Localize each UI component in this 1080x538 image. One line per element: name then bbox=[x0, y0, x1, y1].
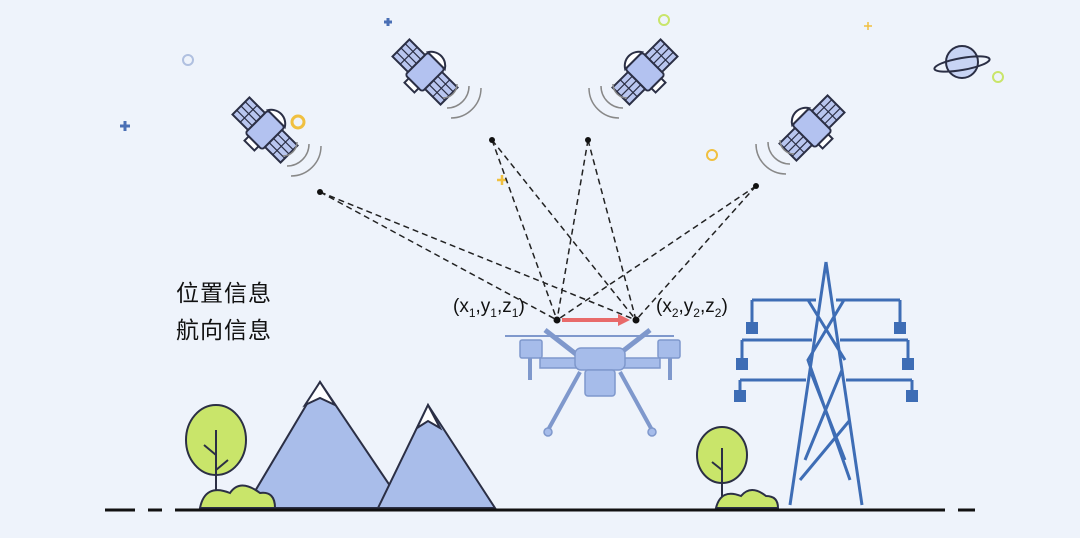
position-info-label: 位置信息 bbox=[176, 281, 272, 307]
x-var: x bbox=[662, 296, 672, 317]
trees bbox=[185, 404, 780, 509]
coord-label-1: (x1,y1,z1) bbox=[453, 296, 525, 320]
y-sub: 1 bbox=[490, 305, 497, 320]
drone bbox=[505, 328, 681, 437]
satellite-2 bbox=[384, 30, 482, 120]
z-var: z bbox=[705, 296, 715, 317]
x-sub: 2 bbox=[671, 305, 679, 320]
signal-lines bbox=[319, 139, 757, 321]
y-sub: 2 bbox=[693, 305, 700, 320]
mountains bbox=[243, 380, 497, 509]
satellite-4 bbox=[755, 86, 853, 175]
coord-label-2: (x2,y2,z2) bbox=[656, 296, 728, 320]
power-tower bbox=[734, 261, 918, 506]
satellite-3 bbox=[588, 30, 686, 120]
x-sub: 1 bbox=[468, 305, 476, 320]
z-sub: 2 bbox=[714, 305, 722, 320]
satellite-1 bbox=[224, 88, 322, 177]
heading-info-label: 航向信息 bbox=[176, 318, 272, 344]
y-var: y bbox=[480, 296, 491, 317]
y-var: y bbox=[683, 296, 694, 317]
x-var: x bbox=[459, 296, 469, 317]
z-var: z bbox=[502, 296, 512, 317]
decorations bbox=[120, 14, 1004, 185]
z-sub: 1 bbox=[511, 305, 519, 320]
signal-dots bbox=[317, 137, 759, 324]
movement-arrow bbox=[562, 314, 630, 326]
